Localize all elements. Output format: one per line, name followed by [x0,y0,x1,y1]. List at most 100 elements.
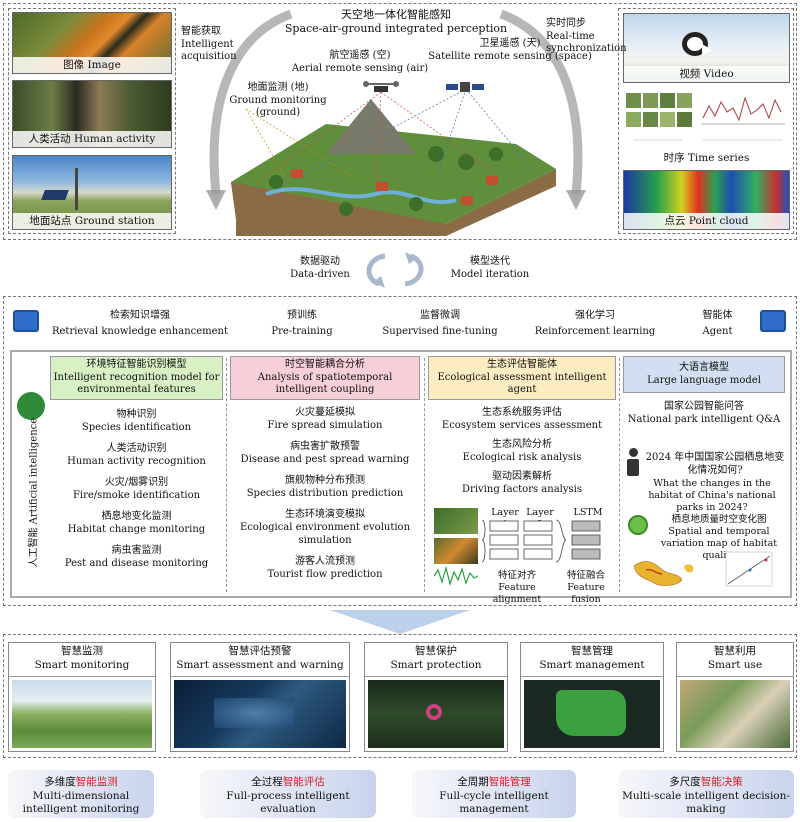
perception-section [3,3,797,240]
applications-section [3,634,797,758]
protection-screenshot [368,680,504,748]
human-activity-label: 人类活动 Human activity [13,131,171,147]
panel-llm: 大语言模型 Large language model 国家公园智能问答 Nati… [623,356,785,594]
ground-station-image: 地面站点 Ground station [12,155,172,230]
ai-technique-rag: 检索知识增强 Retrieval knowledge enhancement [51,310,229,337]
habitat-map-thumbnail [633,551,773,587]
right-image-column [618,8,794,234]
computer-icon [13,310,39,332]
feature-alignment-label: 特征对齐 Feature alignment [492,570,542,605]
ai-section [3,296,797,606]
time-series-image: 时序 Time series [623,88,790,166]
panel-header: 时空智能耦合分析 Analysis of spatiotemporal inte… [230,356,420,400]
monitoring-screenshot [12,680,152,748]
panel-spatiotemporal: 时空智能耦合分析 Analysis of spatiotemporal inte… [230,356,420,594]
sky-title-en: Space-air-ground integrated perception [284,22,508,36]
sync-arrowhead [566,190,586,210]
tree [428,146,444,162]
tree [458,154,474,170]
ai-technique-agent: 智能体 Agent [702,310,733,337]
input-thumb-forest [434,508,478,534]
data-driven-label: 数据驱动 Data-driven [290,256,350,280]
question-text-en: What the changes in the habitat of China… [648,478,776,513]
tree [489,147,503,161]
panel-divider [424,358,425,592]
panel-divider [226,358,227,592]
outcome-management: 全周期智能管理 Full-cycle intelligent managemen… [412,770,576,818]
sensing-lines [245,88,537,185]
house [461,196,473,205]
ai-technique-sft: 监督微调 Supervised fine-tuning [382,310,498,337]
smart-use-screenshot [680,680,790,748]
sky-title: 天空地一体化智能感知 Space-air-ground integrated p… [276,8,516,37]
play-icon [702,44,712,56]
robot-icon [628,515,648,535]
input-thumb-tiger [434,538,478,564]
tree [409,197,423,211]
panel-divider [619,358,620,592]
ai-side-label: 人工智能 Artificial intelligence [28,417,40,568]
house [376,182,388,191]
river [265,187,457,205]
image-label: 图像 Image [13,57,171,73]
ai-technique-pretraining: 预训练 Pre-training [271,310,333,337]
ground-label: 地面监测 (地) Ground monitoring (ground) [229,82,327,118]
question-text: 2024 年中国国家公园栖息地变化情况如何? [645,452,785,476]
lstm-network-icon [481,519,601,563]
ai-tree-icon [17,392,45,420]
solar-panel-icon [41,190,69,200]
human-activity-image: 人类活动 Human activity [12,80,172,148]
feature-fusion-label: 特征融合 Feature fusion [566,570,605,605]
down-arrow-icon [330,610,470,634]
outcome-decision: 多尺度智能决策 Multi-scale intelligent decision… [618,770,794,818]
tree [339,202,353,216]
drone-icon [363,81,399,92]
panel-recognition: 环境特征智能识别模型 Intelligent recognition model… [50,356,223,594]
satellite-icon [446,82,484,92]
ground-station-label: 地面站点 Ground station [13,213,171,229]
lstm-label: LSTM [573,507,603,518]
satellite-label: 卫星遥感 (天) Satellite remote sensing (space… [428,38,592,62]
habitat-map-label: 栖息地质量时空变化图 Spatial and temporal variatio… [660,514,778,561]
landscape-side [231,169,556,236]
model-iteration-label: 模型迭代 Model iteration [450,256,530,280]
panel-header: 大语言模型 Large language model [623,356,785,393]
panel-header: 环境特征智能识别模型 Intelligent recognition model… [50,356,223,400]
mountain [326,99,416,154]
time-series-thumbs [626,93,785,141]
acquisition-arc [209,9,293,195]
station-mast-icon [75,168,78,210]
sky-title-zh: 天空地一体化智能感知 [341,8,451,21]
sync-arc [499,9,583,195]
acquisition-label: 智能获取 Intelligent acquisition [181,26,237,62]
panel-assessment-agent: 生态评估智能体 Ecological assessment intelligen… [428,356,616,594]
outcome-evaluation: 全过程智能评估 Full-process intelligent evaluat… [200,770,376,818]
acquisition-arrowhead [206,190,226,210]
assessment-screenshot [174,680,346,748]
aerial-label: 航空遥感 (空) Aerial remote sensing (air) [291,50,429,74]
qa-label: 国家公园智能问答 National park intelligent Q&A [627,401,781,425]
video-label: 视频 Video [624,66,789,82]
management-screenshot [524,680,660,748]
